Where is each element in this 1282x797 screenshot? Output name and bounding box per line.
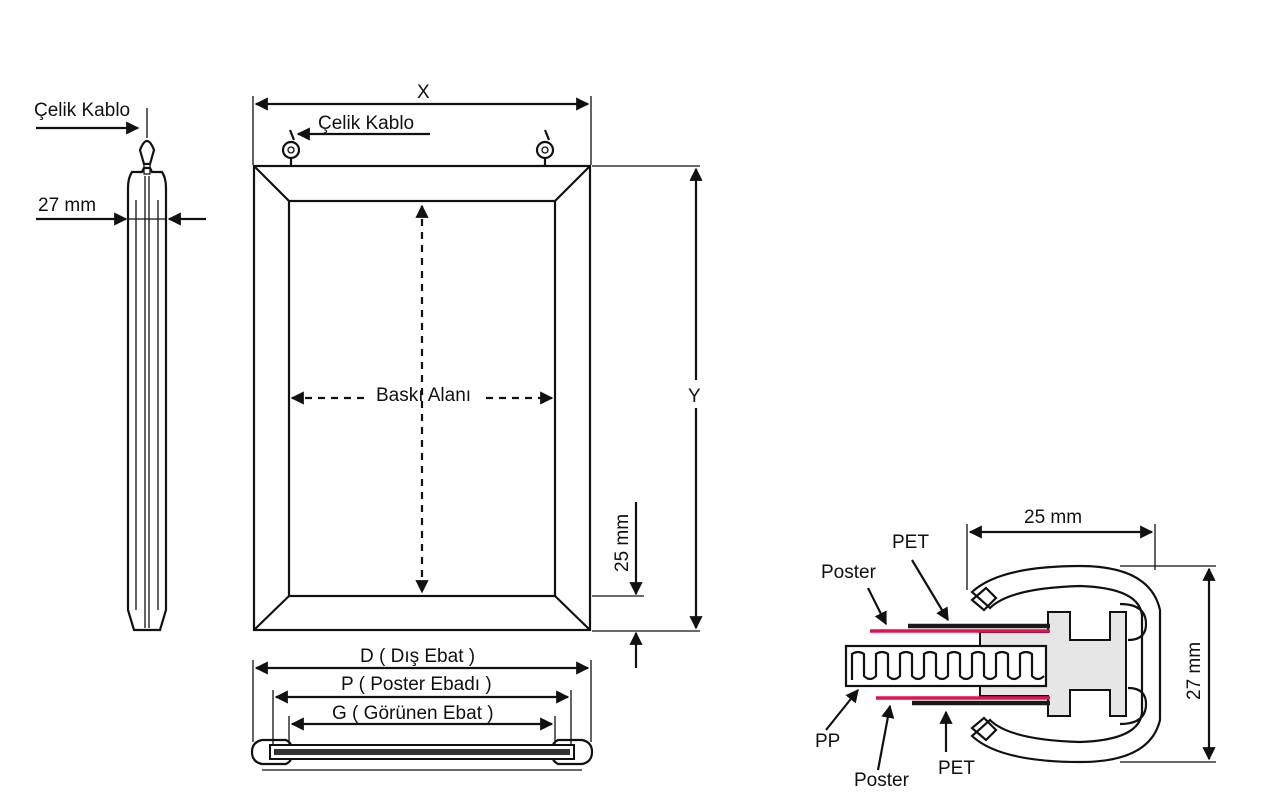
outer-size-label: D ( Dış Ebat ): [360, 646, 475, 667]
print-area-label: Baskı Alanı: [376, 385, 471, 406]
poster-bottom-label: Poster: [854, 770, 910, 791]
bottom-view: D ( Dış Ebat ) P ( Poster Ebadı ) G ( Gö…: [250, 646, 594, 771]
corrugated-core: [274, 749, 570, 755]
profile-lip-bottom: [970, 716, 998, 742]
front-height-label-bg: [684, 380, 708, 408]
frame-miter-br: [554, 595, 591, 631]
frame-outer-border: [252, 164, 592, 632]
profile-outer-shell: [970, 564, 1162, 764]
pet-bottom-label: PET: [938, 758, 975, 779]
front-width-label: X: [417, 82, 430, 103]
frame-miter-tl: [253, 165, 290, 202]
side-view: Çelik Kablo 27 mm: [34, 100, 206, 632]
frame-miter-bl: [253, 595, 290, 631]
hook-left-icon: [281, 129, 301, 166]
bottom-profile-strip: [250, 738, 594, 771]
poster-top-pointer: [867, 587, 887, 626]
front-height-label: Y: [688, 386, 701, 407]
pp-label: PP: [815, 731, 840, 752]
profile-width-label: 25 mm: [1024, 507, 1082, 528]
profile-lip-top: [970, 586, 998, 612]
visible-size-label: G ( Görünen Ebat ): [332, 703, 494, 724]
frame-miter-tr: [554, 165, 591, 202]
poster-size-label: P ( Poster Ebadı ): [341, 674, 492, 695]
pp-pointer: [825, 688, 859, 731]
poster-top-label: Poster: [821, 562, 877, 583]
poster-bottom-pointer: [876, 704, 895, 771]
pp-board: [844, 644, 1048, 688]
frame-inner-border: [287, 199, 557, 598]
profile-core: [979, 611, 1127, 717]
side-thickness-label: 27 mm: [38, 195, 96, 216]
hook-right-icon: [535, 129, 555, 166]
pet-top-label: PET: [892, 532, 929, 553]
side-frame-profile: [126, 166, 168, 632]
profile-clip-bottom: [1119, 686, 1148, 726]
profile-clip-top: [1119, 602, 1148, 642]
side-cable-clamp: [138, 139, 156, 166]
border-label: 25 mm: [612, 514, 633, 572]
profile-height-label: 27 mm: [1184, 642, 1205, 700]
pet-top-pointer: [911, 559, 949, 622]
front-cable-label: Çelik Kablo: [318, 113, 414, 134]
side-cable-label: Çelik Kablo: [34, 100, 130, 121]
profile-section: 25 mm 27 mm Poster PET PP Poster PET: [815, 507, 1216, 791]
front-view: X Çelik Kablo Baskı Alanı: [252, 82, 708, 668]
